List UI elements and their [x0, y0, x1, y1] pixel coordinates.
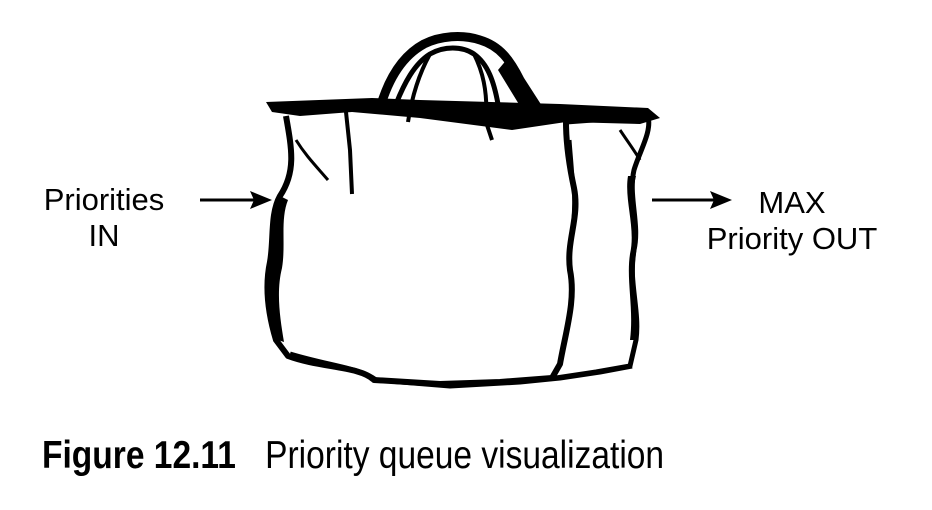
figure-title: Priority queue visualization — [265, 434, 665, 477]
priorities-in-label-line1: Priorities — [43, 182, 165, 217]
bag-handles — [375, 32, 542, 141]
max-priority-out-label: MAX Priority OUT — [692, 185, 892, 257]
figure-number: Figure 12.11 — [42, 434, 236, 477]
bag-body — [264, 98, 660, 389]
out-arrow-icon — [652, 191, 732, 209]
priorities-in-label-line2: IN — [88, 218, 120, 253]
figure-caption: Figure 12.11 Priority queue visualization — [42, 432, 664, 480]
in-arrow-icon — [200, 191, 272, 209]
priority-queue-figure: Priorities IN MAX Priority OUT — [14, 32, 892, 389]
priorities-in-label: Priorities IN — [14, 182, 194, 254]
bag-illustration — [200, 32, 732, 389]
max-priority-out-label-line2: Priority OUT — [706, 221, 878, 256]
max-priority-out-label-line1: MAX — [758, 185, 826, 220]
